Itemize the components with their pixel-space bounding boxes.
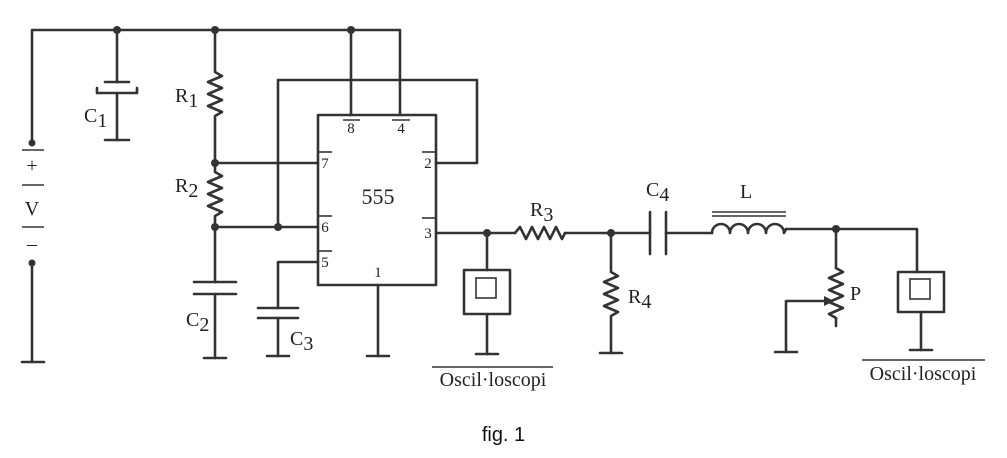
potentiometer-p	[773, 227, 845, 354]
junction-dots	[113, 26, 840, 237]
c1-label: C1	[84, 105, 107, 132]
scope-2-icon	[896, 270, 946, 352]
supply-terminals	[22, 139, 44, 267]
figure-caption: fig. 1	[481, 424, 526, 446]
c3-capacitor	[256, 306, 300, 358]
inductor-label: L	[740, 181, 752, 203]
r2-resistor	[206, 161, 224, 229]
timer-pin-4: 4	[397, 121, 405, 137]
timer-pin-1: 1	[374, 265, 382, 281]
c4-capacitor	[648, 210, 668, 256]
r3-resistor	[513, 225, 567, 241]
r1-resistor	[206, 28, 224, 165]
scope-1-icon	[462, 231, 512, 356]
timer-pin-8: 8	[347, 121, 355, 137]
r4-resistor	[598, 231, 624, 355]
timer-555-chip	[316, 113, 438, 287]
r4-label: R4	[628, 286, 651, 313]
scope-2-label: Oscil·loscopi	[870, 363, 977, 385]
r3-label: R3	[530, 199, 553, 226]
timer-pin-marks	[318, 119, 436, 252]
c2-label: C2	[186, 309, 209, 336]
timer-wiring	[213, 28, 479, 358]
r2-label: R2	[175, 175, 198, 202]
pot-label: P	[850, 283, 861, 305]
supply-minus-label: –	[26, 233, 38, 255]
supply-plus-label: +	[26, 155, 37, 177]
circuit-diagram: + V – C1 R1 R2 C2	[20, 26, 985, 391]
inductor-l	[710, 211, 788, 235]
supply-voltage-label: V	[25, 198, 40, 220]
scope-1-label: Oscil·loscopi	[440, 369, 547, 391]
r1-label: R1	[175, 85, 198, 112]
timer-pin-3: 3	[424, 226, 432, 242]
timer-555-label: 555	[362, 184, 395, 209]
timer-pin-6: 6	[321, 220, 329, 236]
timer-pin-5: 5	[321, 255, 329, 271]
timer-pin-2: 2	[424, 156, 432, 172]
c1-capacitor	[95, 28, 139, 142]
c4-label: C4	[646, 179, 669, 206]
c3-label: C3	[290, 328, 313, 355]
output-wiring	[434, 227, 919, 274]
c2-capacitor	[192, 225, 238, 360]
timer-pin-7: 7	[321, 156, 329, 172]
